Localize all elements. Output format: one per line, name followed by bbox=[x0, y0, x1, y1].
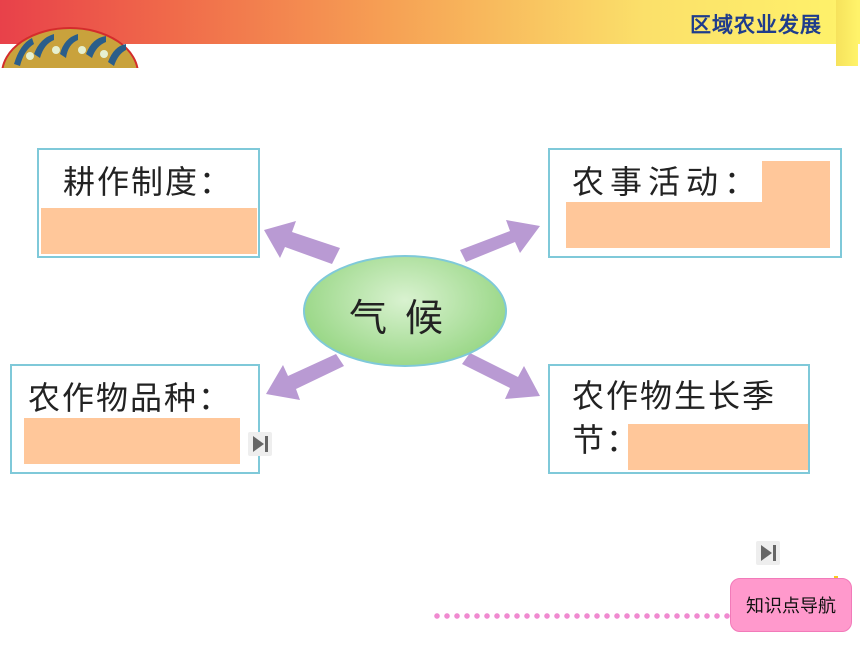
growing-season-box: 农作物生长季 节： bbox=[548, 364, 810, 474]
farm-activities-answer-field-top[interactable] bbox=[762, 161, 830, 203]
crop-varieties-label: 农作物品种： bbox=[28, 379, 233, 417]
growing-season-answer-field[interactable] bbox=[628, 424, 808, 470]
arrow-bottom-right bbox=[462, 353, 540, 399]
farm-activities-box: 农事活动： bbox=[548, 148, 842, 258]
farming-system-label: 耕作制度： bbox=[63, 163, 234, 201]
logo bbox=[0, 24, 140, 68]
header-bar bbox=[0, 0, 860, 44]
arrow-bottom-left bbox=[266, 354, 344, 400]
knowledge-nav-button[interactable]: 知识点导航 bbox=[730, 578, 852, 632]
climate-node: 气候 bbox=[303, 255, 507, 367]
farming-system-box: 耕作制度： bbox=[37, 148, 260, 258]
growing-season-label-line2: 节： bbox=[572, 421, 641, 459]
farm-activities-answer-field[interactable] bbox=[566, 202, 830, 248]
farm-activities-label: 农事活动： bbox=[572, 163, 763, 201]
nav-dotted-line bbox=[432, 612, 732, 620]
header-tab bbox=[836, 0, 858, 66]
page-title: 区域农业发展 bbox=[690, 13, 822, 37]
crop-varieties-answer-field[interactable] bbox=[24, 418, 240, 464]
skip-forward-icon bbox=[761, 545, 776, 561]
growing-season-label-line1: 农作物生长季 bbox=[572, 377, 777, 415]
arrow-top-left bbox=[264, 221, 340, 264]
climate-label: 气候 bbox=[348, 296, 461, 340]
skip-forward-button-2[interactable] bbox=[756, 541, 780, 565]
skip-forward-icon bbox=[253, 436, 268, 452]
skip-forward-button-1[interactable] bbox=[248, 432, 272, 456]
crop-varieties-box: 农作物品种： bbox=[10, 364, 260, 474]
farming-system-answer-field[interactable] bbox=[41, 208, 257, 254]
arrow-top-right bbox=[460, 220, 540, 262]
